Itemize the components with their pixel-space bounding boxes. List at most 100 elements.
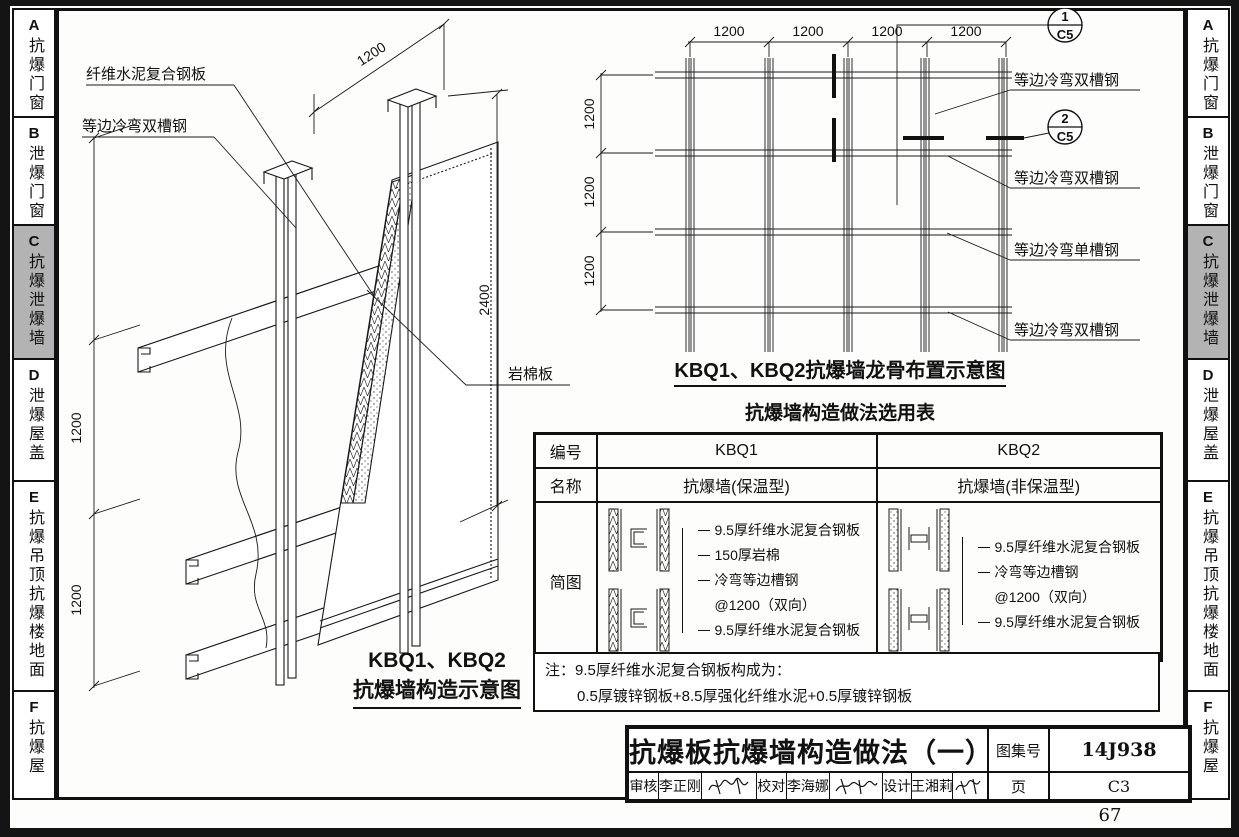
- sidebar-left-tab-a: A 抗爆门窗: [12, 8, 56, 118]
- grid-top-dim: [684, 36, 1012, 57]
- name-kbq1: 抗爆墙(保温型): [595, 466, 878, 503]
- atlas-number: 14J938: [1049, 728, 1189, 772]
- layer-label: 冷弯等边槽钢: [978, 560, 1140, 585]
- role-reviewer: 审核: [629, 773, 659, 799]
- code-kbq2: KBQ2: [875, 432, 1163, 469]
- kbq2-layer-labels: 9.5厚纤维水泥复合钢板 冷弯等边槽钢 @1200（双向） 9.5厚纤维水泥复合…: [961, 527, 1140, 635]
- table-row-name: 名称 抗爆墙(保温型) 抗爆墙(非保温型): [533, 466, 1163, 503]
- sidebar-left-tab-b: B 泄爆门窗: [12, 116, 56, 226]
- tab-label: 泄爆门窗: [1200, 145, 1217, 221]
- tab-letter: A: [1202, 17, 1214, 34]
- signature-scribble: [835, 778, 878, 795]
- checker-name: 李海娜: [787, 773, 831, 799]
- label-bracket: [961, 536, 963, 625]
- grid-label-texts: 等边冷弯双槽钢 等边冷弯双槽钢 等边冷弯单槽钢 等边冷弯双槽钢: [1014, 71, 1119, 339]
- layer-label: 9.5厚纤维水泥复合钢板: [698, 518, 860, 543]
- label-fiber-cement-panel: 纤维水泥复合钢板: [86, 65, 206, 83]
- tab-letter: F: [1203, 699, 1213, 716]
- table-footnote: 注：9.5厚纤维水泥复合钢板构成为： 0.5厚镀锌钢板+8.5厚强化纤维水泥+0…: [533, 652, 1160, 712]
- grid-label-leaders: [934, 89, 1140, 341]
- iso-leaders: [82, 84, 570, 386]
- kbq1-section-sketch: [608, 508, 669, 651]
- callout-1-sheet: C5: [1057, 27, 1074, 42]
- iso-title-line2: 抗爆墙构造示意图: [353, 674, 521, 709]
- tab-label: 泄爆屋盖: [1200, 387, 1217, 463]
- grid-top-dim-texts: 1200 1200 1200 1200: [713, 23, 981, 39]
- tab-label: 抗爆屋: [1200, 719, 1217, 776]
- row-header-diagram: 简图: [533, 500, 598, 661]
- iso-title-line1: KBQ1、KBQ2: [368, 649, 506, 672]
- stud-right: [386, 88, 438, 654]
- reviewer-signature: [702, 773, 757, 799]
- sidebar-right-tab-f: F 抗爆屋: [1186, 690, 1230, 800]
- grid-label-4: 等边冷弯双槽钢: [1014, 321, 1119, 339]
- selection-table-caption: 抗爆墙构造做法选用表: [744, 403, 935, 424]
- role-checker: 校对: [757, 773, 787, 799]
- grid-figure-title: KBQ1、KBQ2抗爆墙龙骨布置示意图: [600, 354, 1080, 387]
- grid-label-3: 等边冷弯单槽钢: [1014, 241, 1119, 259]
- grid-dim: 1200: [581, 98, 597, 129]
- kbq2-section-sketch: [888, 508, 949, 651]
- table-row-diagram: 简图: [533, 500, 1163, 661]
- grid-lines: [655, 58, 1012, 352]
- sidebar-right-tab-b: B 泄爆门窗: [1186, 116, 1230, 226]
- label-rock-wool: 岩棉板: [508, 365, 553, 383]
- sidebar-left-tab-d: D 泄爆屋盖: [12, 358, 56, 482]
- layer-label: 9.5厚纤维水泥复合钢板: [978, 610, 1140, 635]
- callout-2-sheet: C5: [1057, 129, 1074, 144]
- layer-label: @1200（双向）: [994, 588, 1096, 605]
- tab-letter: F: [29, 699, 39, 716]
- callout-1-num: 1: [1061, 9, 1068, 24]
- footnote-line1: 注：9.5厚纤维水泥复合钢板构成为：: [545, 662, 791, 679]
- grid-dim: 1200: [950, 23, 981, 39]
- grid-layout-figure: 1200 1200 1200 1200 1200 1200 1200 1 C5: [581, 8, 1140, 352]
- grid-label-2: 等边冷弯双槽钢: [1014, 169, 1119, 187]
- tab-letter: A: [28, 17, 40, 34]
- iso-label-texts: 纤维水泥复合钢板 等边冷弯双槽钢 岩棉板: [82, 65, 553, 383]
- iso-frame-lines: [137, 88, 499, 686]
- reviewer-name: 李正刚: [659, 773, 702, 799]
- checker-signature: [830, 773, 883, 799]
- kbq2-diagram: 9.5厚纤维水泥复合钢板 冷弯等边槽钢 @1200（双向） 9.5厚纤维水泥复合…: [878, 503, 1161, 659]
- title-block: 抗爆板抗爆墙构造做法（一） 图集号 14J938 审核 李正刚 校对 李海娜 设…: [625, 725, 1192, 803]
- name-kbq2: 抗爆墙(非保温型): [875, 466, 1163, 503]
- grid-label-1: 等边冷弯双槽钢: [1014, 71, 1119, 89]
- tab-label: 抗爆泄爆墙: [26, 253, 43, 348]
- break-line: [225, 317, 268, 649]
- sheet-page-number: C3: [1049, 772, 1189, 800]
- designer-name: 王湘莉: [911, 773, 953, 799]
- tab-letter: E: [1202, 489, 1213, 506]
- footnote-line2: 0.5厚镀锌钢板+8.5厚强化纤维水泥+0.5厚镀锌钢板: [577, 688, 913, 705]
- drawing-frame: [56, 8, 1186, 800]
- kbq1-diagram: 9.5厚纤维水泥复合钢板 150厚岩棉 冷弯等边槽钢 @1200（双向） 9.5…: [598, 503, 876, 659]
- page-label: 页: [988, 772, 1049, 800]
- label-bracket: [681, 528, 683, 633]
- selection-table: 编号 KBQ1 KBQ2 名称 抗爆墙(保温型) 抗爆墙(非保温型) 简图: [533, 432, 1163, 662]
- tab-label: 泄爆屋盖: [26, 387, 43, 463]
- sheet-title: 抗爆板抗爆墙构造做法（一）: [628, 728, 988, 772]
- layer-label: 冷弯等边槽钢: [698, 568, 860, 593]
- tab-letter: B: [1202, 125, 1214, 142]
- role-designer: 设计: [883, 773, 912, 799]
- tab-label: 抗爆吊顶抗爆楼地面: [26, 509, 43, 680]
- grid-rails: [655, 71, 1012, 314]
- tab-letter: E: [28, 489, 39, 506]
- sidebar-right-tab-a: A 抗爆门窗: [1186, 8, 1230, 118]
- callout-2-num: 2: [1061, 111, 1068, 126]
- grid-dim: 1200: [713, 23, 744, 39]
- atlas-number-label: 图集号: [988, 728, 1049, 772]
- paper-sheet: A 抗爆门窗 B 泄爆门窗 C 抗爆泄爆墙 D 泄爆屋盖 E 抗爆吊顶抗爆楼地面…: [10, 6, 1231, 828]
- detail-callout-1: 1 C5: [832, 8, 1083, 205]
- row-header-name: 名称: [533, 466, 598, 503]
- detail-callout-2: 2 C5: [903, 109, 1083, 145]
- row-header-code: 编号: [533, 432, 598, 469]
- layer-label: 9.5厚纤维水泥复合钢板: [978, 535, 1140, 560]
- iso-wall-figure: 1200 2400 1200 1200 纤维水泥复合钢板 等边冷弯双槽钢 岩棉板: [68, 18, 570, 692]
- table-row-code: 编号 KBQ1 KBQ2: [533, 432, 1163, 469]
- grid-dim: 1200: [871, 23, 902, 39]
- sidebar-right-tab-d: D 泄爆屋盖: [1186, 358, 1230, 482]
- tab-letter: C: [28, 233, 40, 250]
- signature-scribble: [708, 777, 749, 795]
- sidebar-left-tab-e: E 抗爆吊顶抗爆楼地面: [12, 480, 56, 692]
- label-double-channel: 等边冷弯双槽钢: [82, 117, 187, 135]
